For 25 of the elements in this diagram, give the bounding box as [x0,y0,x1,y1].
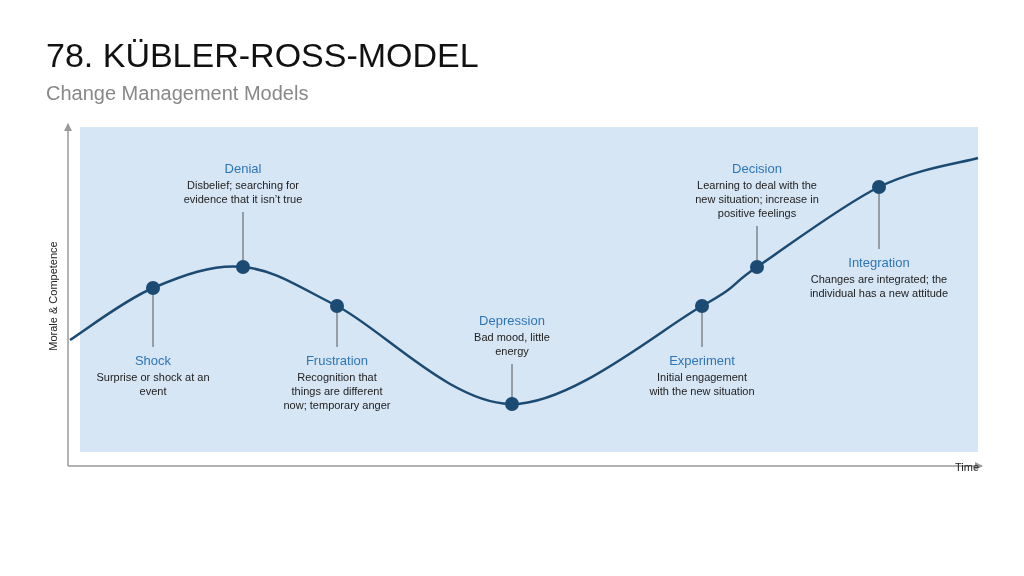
stage-heading: Depression [479,313,545,328]
leader-line [511,363,513,398]
stage-heading: Experiment [669,353,735,368]
stage-description: Changes are integrated; the individual has a new attitude [809,272,949,300]
stage-description: Initial engagement with the new situation [648,370,756,398]
axis-label: Morale & Competence [47,241,59,351]
stage-description: Bad mood, little energy [473,330,551,358]
leader-line [152,294,154,348]
leader-line [756,225,758,261]
stage-heading: Frustration [305,353,369,368]
subtitle: Change Management Models [46,82,309,105]
stage-heading: Shock [134,353,172,368]
leader-line [878,193,880,250]
axis-label: Time [955,461,980,473]
leader-line [336,312,338,348]
stage-heading: Decision [732,161,782,176]
stage-description: Disbelief; searching for evidence that it isn’t true [183,178,303,206]
stage-heading: Denial [224,161,262,176]
stage-description: Learning to deal with the new situation; increase in positive feelings [694,178,820,220]
stage-heading: Integration [848,255,910,270]
leader-line [701,312,703,348]
title: 78. KÜBLER-ROSS-MODEL [46,36,479,75]
stage-description: Surprise or shock at an event [95,370,211,398]
stage-description: Recognition that things are different now; temporary anger [282,370,392,412]
leader-line [242,211,244,261]
